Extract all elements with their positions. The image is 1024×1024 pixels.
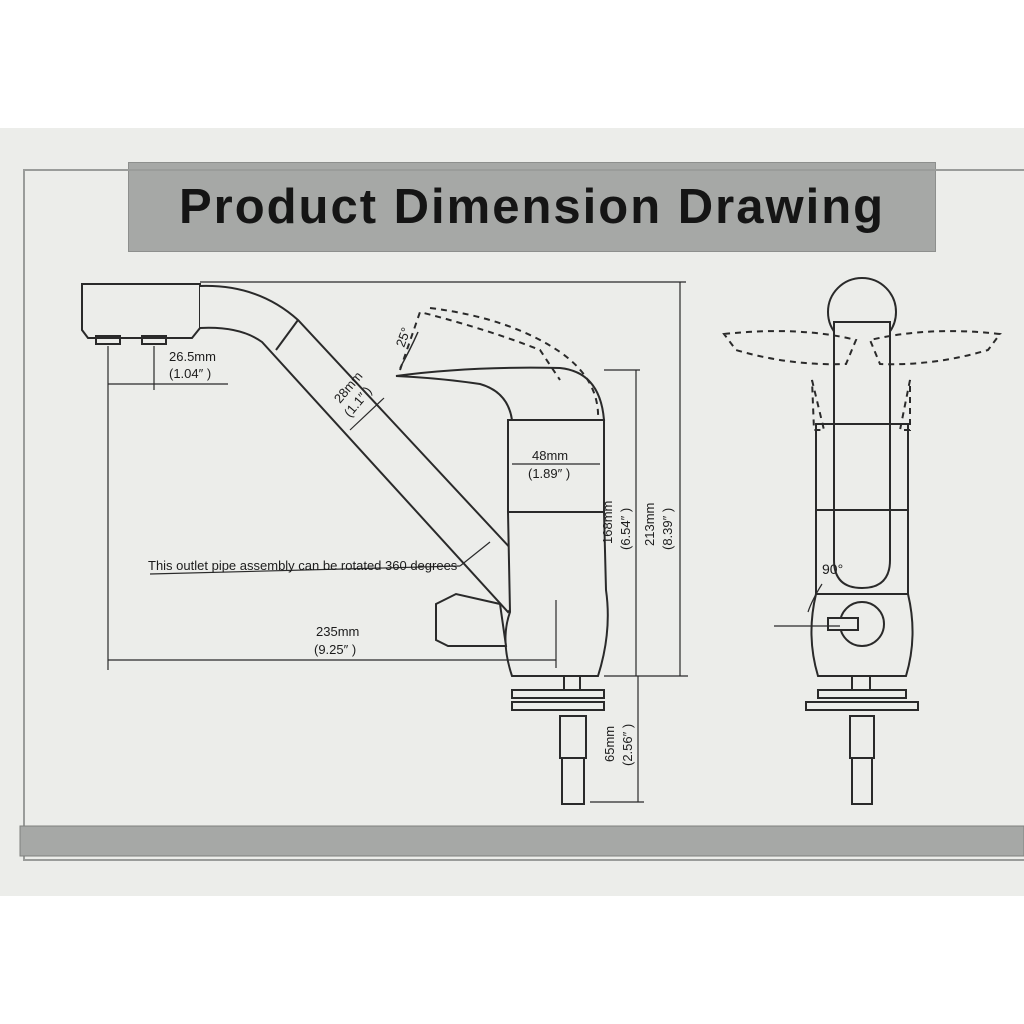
front-spout — [833, 340, 891, 590]
front-lever-ghost-left-drop — [811, 379, 826, 431]
front-shank-neck — [851, 675, 871, 691]
spout-offset-in: (1.04″ ) — [169, 366, 211, 381]
lower-body — [504, 511, 609, 677]
shank-pipe — [561, 757, 585, 805]
front-washer — [817, 689, 907, 699]
spout-offset-mm: 26.5mm — [169, 349, 216, 364]
reach-mm: 235mm — [316, 624, 359, 639]
front-aerator-face — [833, 321, 891, 343]
front-dimensions — [774, 583, 840, 627]
outlet-nozzle-2 — [141, 335, 167, 345]
shank-mm: 65mm — [602, 726, 617, 762]
total-height-in: (8.39″ ) — [660, 508, 675, 550]
lever-angle-arc — [399, 331, 419, 369]
front-plate — [805, 701, 919, 711]
page-title: Product Dimension Drawing — [178, 180, 886, 234]
rotation-underline — [149, 565, 461, 575]
front-hex-nut — [849, 715, 875, 759]
aerator-head — [81, 283, 201, 339]
lever-angle-label: 25° — [393, 325, 414, 349]
front-shank-pipe — [851, 757, 873, 805]
front-valve-handle — [827, 617, 859, 631]
base-plate — [511, 701, 605, 711]
front-lever-ghost-right-drop — [898, 379, 911, 431]
side-view — [81, 283, 609, 805]
body-dia-in: (1.89″ ) — [528, 466, 570, 481]
outlet-nozzle-1 — [95, 335, 121, 345]
body-dia-mm: 48mm — [532, 448, 568, 463]
front-lever-right-ghost — [868, 330, 1002, 366]
reach-in: (9.25″ ) — [314, 642, 356, 657]
total-height-mm: 213mm — [642, 503, 657, 546]
side-dimensions — [107, 281, 688, 803]
base-washer — [511, 689, 605, 699]
side-tap — [435, 592, 508, 647]
rotation-leader — [459, 541, 491, 567]
valve-angle-label: 90° — [822, 561, 843, 577]
front-view — [722, 277, 1002, 805]
spout-dia-line — [349, 397, 385, 431]
spout-joint-line — [275, 319, 299, 351]
body-height-in: (6.54″ ) — [618, 508, 633, 550]
footer-bar — [19, 825, 1024, 857]
shank-in: (2.56″ ) — [620, 724, 635, 766]
spout-pipe — [199, 284, 542, 614]
sheet-border — [23, 169, 1024, 861]
hex-nut — [559, 715, 587, 759]
rotation-note: This outlet pipe assembly can be rotated… — [148, 558, 458, 573]
lever-raised-outline — [399, 310, 561, 381]
front-valve-arc — [807, 583, 823, 613]
front-lever-left-ghost — [722, 330, 858, 366]
title-banner: Product Dimension Drawing — [128, 162, 936, 252]
lever-handle — [395, 366, 606, 421]
shank-neck — [563, 675, 581, 691]
body-height-mm: 168mm — [600, 501, 615, 544]
